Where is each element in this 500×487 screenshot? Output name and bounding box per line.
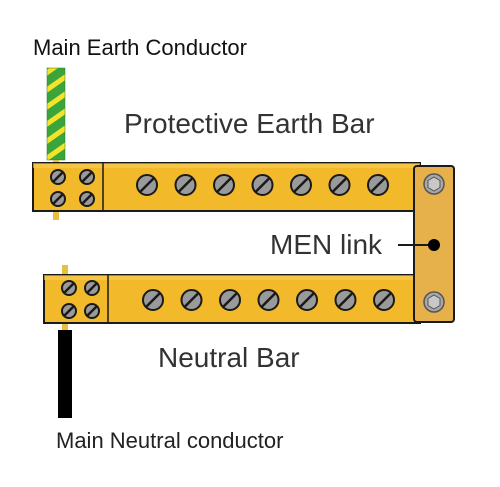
terminal-screw <box>136 174 158 196</box>
terminal-screw <box>213 174 235 196</box>
clamp-screw <box>61 303 77 319</box>
link-bolt-top <box>423 173 445 195</box>
neutral-terminal-screws <box>142 289 395 311</box>
men-link-label: MEN link <box>270 229 383 260</box>
terminal-screw <box>251 174 274 196</box>
terminal-screw <box>290 174 312 196</box>
terminal-screw <box>180 289 203 311</box>
men-link-point <box>428 239 440 251</box>
neutral-bar <box>43 274 421 324</box>
clamp-screw <box>84 303 100 319</box>
main-earth-conductor-label: Main Earth Conductor <box>33 35 247 60</box>
clamp-screw <box>79 169 95 185</box>
terminal-screw <box>334 289 357 311</box>
protective-earth-bar-label: Protective Earth Bar <box>124 108 375 139</box>
clamp-screw <box>50 191 66 207</box>
terminal-screw <box>328 174 351 196</box>
earth-clamp-screws <box>50 169 95 207</box>
earth-terminal-screws <box>136 174 389 196</box>
link-bolt-bottom <box>423 291 445 313</box>
terminal-screw <box>367 174 389 196</box>
protective-earth-bar <box>32 162 421 212</box>
neutral-bar-label: Neutral Bar <box>158 342 300 373</box>
terminal-screw <box>373 289 395 311</box>
clamp-screw <box>84 280 100 296</box>
terminal-screw <box>219 289 241 311</box>
neutral-clamp-screws <box>61 280 100 319</box>
terminal-screw <box>296 289 318 311</box>
men-link <box>398 165 455 323</box>
clamp-screw <box>50 169 66 185</box>
terminal-screw <box>257 289 280 311</box>
main-neutral-conductor-label: Main Neutral conductor <box>56 428 284 453</box>
clamp-screw <box>79 191 95 207</box>
terminal-screw <box>174 174 197 196</box>
terminal-screw <box>142 289 164 311</box>
clamp-screw <box>61 280 77 296</box>
